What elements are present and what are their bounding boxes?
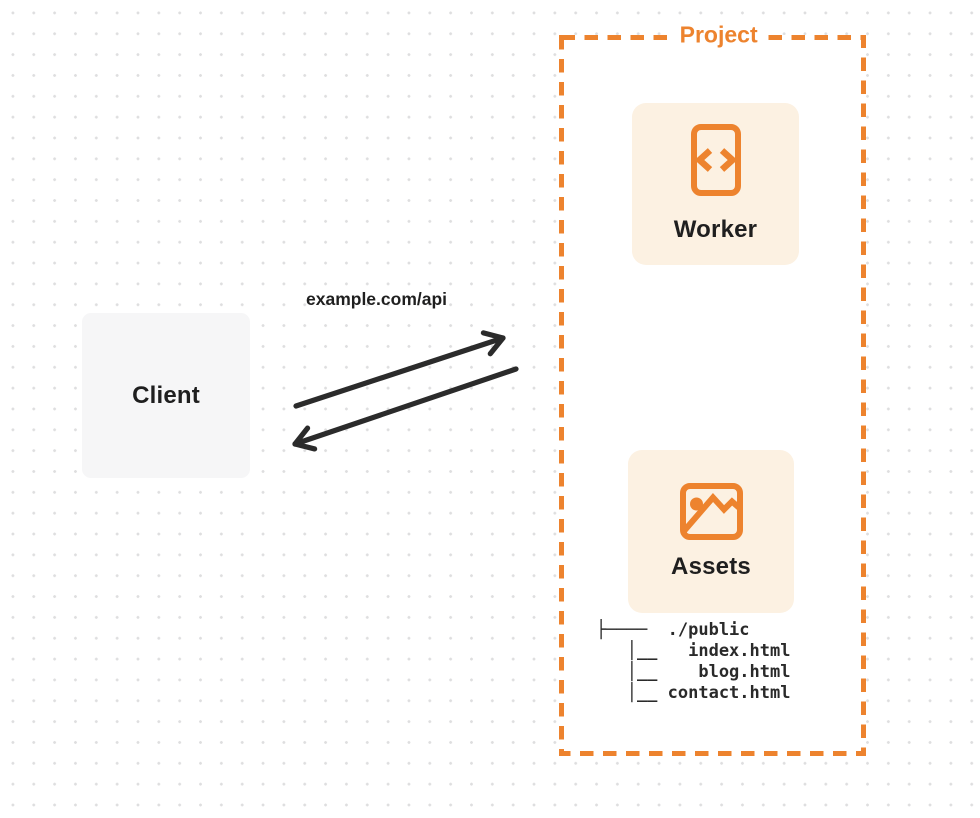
image-icon bbox=[679, 482, 743, 540]
file-tree: ├──── ./public │__ index.html │__ blog.h… bbox=[596, 620, 790, 704]
project-label: Project bbox=[671, 21, 766, 49]
file-tree-line: │__ blog.html bbox=[596, 662, 791, 682]
worker-label: Worker bbox=[673, 216, 758, 243]
assets-card: Assets bbox=[628, 450, 794, 613]
project-box: Project Worker Assets bbox=[559, 21, 866, 756]
file-tree-line: ├──── ./public bbox=[596, 620, 750, 640]
code-file-icon bbox=[690, 124, 741, 196]
assets-label: Assets bbox=[671, 552, 751, 580]
file-tree-line: │__ contact.html bbox=[596, 683, 791, 703]
worker-card: Worker bbox=[632, 103, 799, 265]
request-url-label: example.com/api bbox=[306, 289, 448, 309]
file-tree-line: │__ index.html bbox=[596, 641, 791, 661]
client-label: Client bbox=[132, 381, 200, 409]
client-card: Client bbox=[82, 313, 250, 478]
